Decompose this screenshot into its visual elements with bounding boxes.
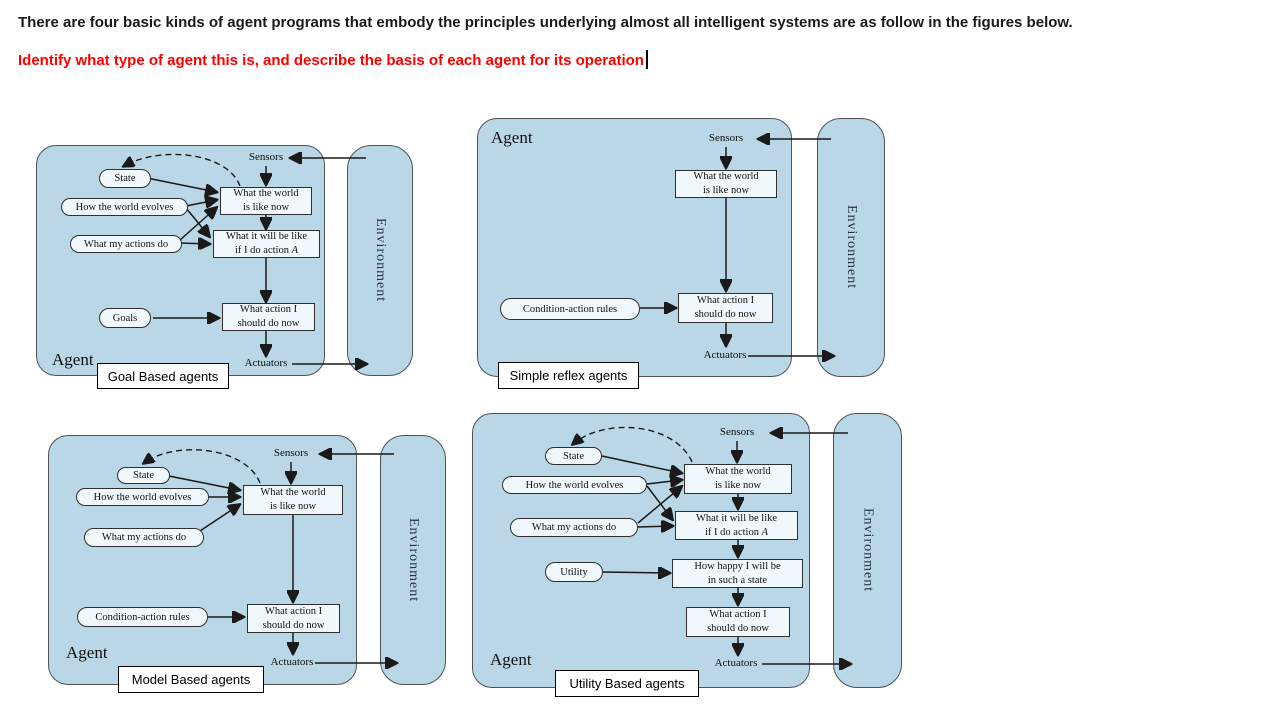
simple-reflex-agent-diagram: Environment Agent Sensors What the world… <box>477 118 889 389</box>
sensors-label: Sensors <box>708 132 744 144</box>
sensors-label: Sensors <box>273 447 309 459</box>
what-if-box: What it will be like if I do action A <box>675 511 798 540</box>
what-actions-do-oval: What my actions do <box>84 528 204 547</box>
how-world-evolves-oval: How the world evolves <box>502 476 647 494</box>
what-if-box: What it will be like if I do action A <box>213 230 320 258</box>
what-actions-do-oval: What my actions do <box>510 518 638 537</box>
agent-boundary <box>48 435 357 685</box>
agent-boundary <box>472 413 810 688</box>
environment-box: Environment <box>833 413 902 688</box>
condition-action-rules-oval: Condition-action rules <box>77 607 208 627</box>
environment-box: Environment <box>347 145 413 376</box>
caption-goal-based: Goal Based agents <box>97 363 229 389</box>
actuators-label: Actuators <box>244 357 288 369</box>
agent-label: Agent <box>66 643 108 662</box>
agent-label: Agent <box>491 128 533 147</box>
caption-simple-reflex: Simple reflex agents <box>498 362 639 389</box>
environment-label: Environment <box>860 508 876 593</box>
environment-label: Environment <box>844 205 859 290</box>
agent-label: Agent <box>52 350 94 369</box>
state-oval: State <box>99 169 151 188</box>
agent-boundary <box>477 118 792 377</box>
question-line: Identify what type of agent this is, and… <box>18 50 648 69</box>
what-actions-do-oval: What my actions do <box>70 235 182 253</box>
environment-label: Environment <box>406 517 421 603</box>
agent-boundary <box>36 145 325 376</box>
utility-oval: Utility <box>545 562 603 582</box>
sensors-label: Sensors <box>248 151 284 163</box>
actuators-label: Actuators <box>270 656 314 668</box>
environment-label: Environment <box>373 218 388 303</box>
text-cursor <box>645 50 648 69</box>
environment-box: Environment <box>380 435 446 685</box>
how-world-evolves-oval: How the world evolves <box>61 198 188 216</box>
goals-oval: Goals <box>99 308 151 328</box>
actuators-label: Actuators <box>703 349 747 361</box>
how-world-evolves-oval: How the world evolves <box>76 488 209 506</box>
environment-box: Environment <box>817 118 885 377</box>
state-oval: State <box>117 467 170 484</box>
model-based-agent-diagram: Environment Sensors State How the world … <box>48 435 453 697</box>
condition-action-rules-oval: Condition-action rules <box>500 298 640 320</box>
actuators-label: Actuators <box>714 657 758 669</box>
caption-model-based: Model Based agents <box>118 666 264 693</box>
caption-utility-based: Utility Based agents <box>555 670 699 697</box>
goal-based-agent-diagram: Environment Sensors State How the world … <box>36 145 420 395</box>
state-oval: State <box>545 447 602 465</box>
utility-based-agent-diagram: Environment Sensors State How the world … <box>472 413 907 697</box>
heading-text: There are four basic kinds of agent prog… <box>18 14 1073 31</box>
question-text: Identify what type of agent this is, and… <box>18 52 644 69</box>
sensors-label: Sensors <box>719 426 755 438</box>
agent-label: Agent <box>490 650 532 669</box>
